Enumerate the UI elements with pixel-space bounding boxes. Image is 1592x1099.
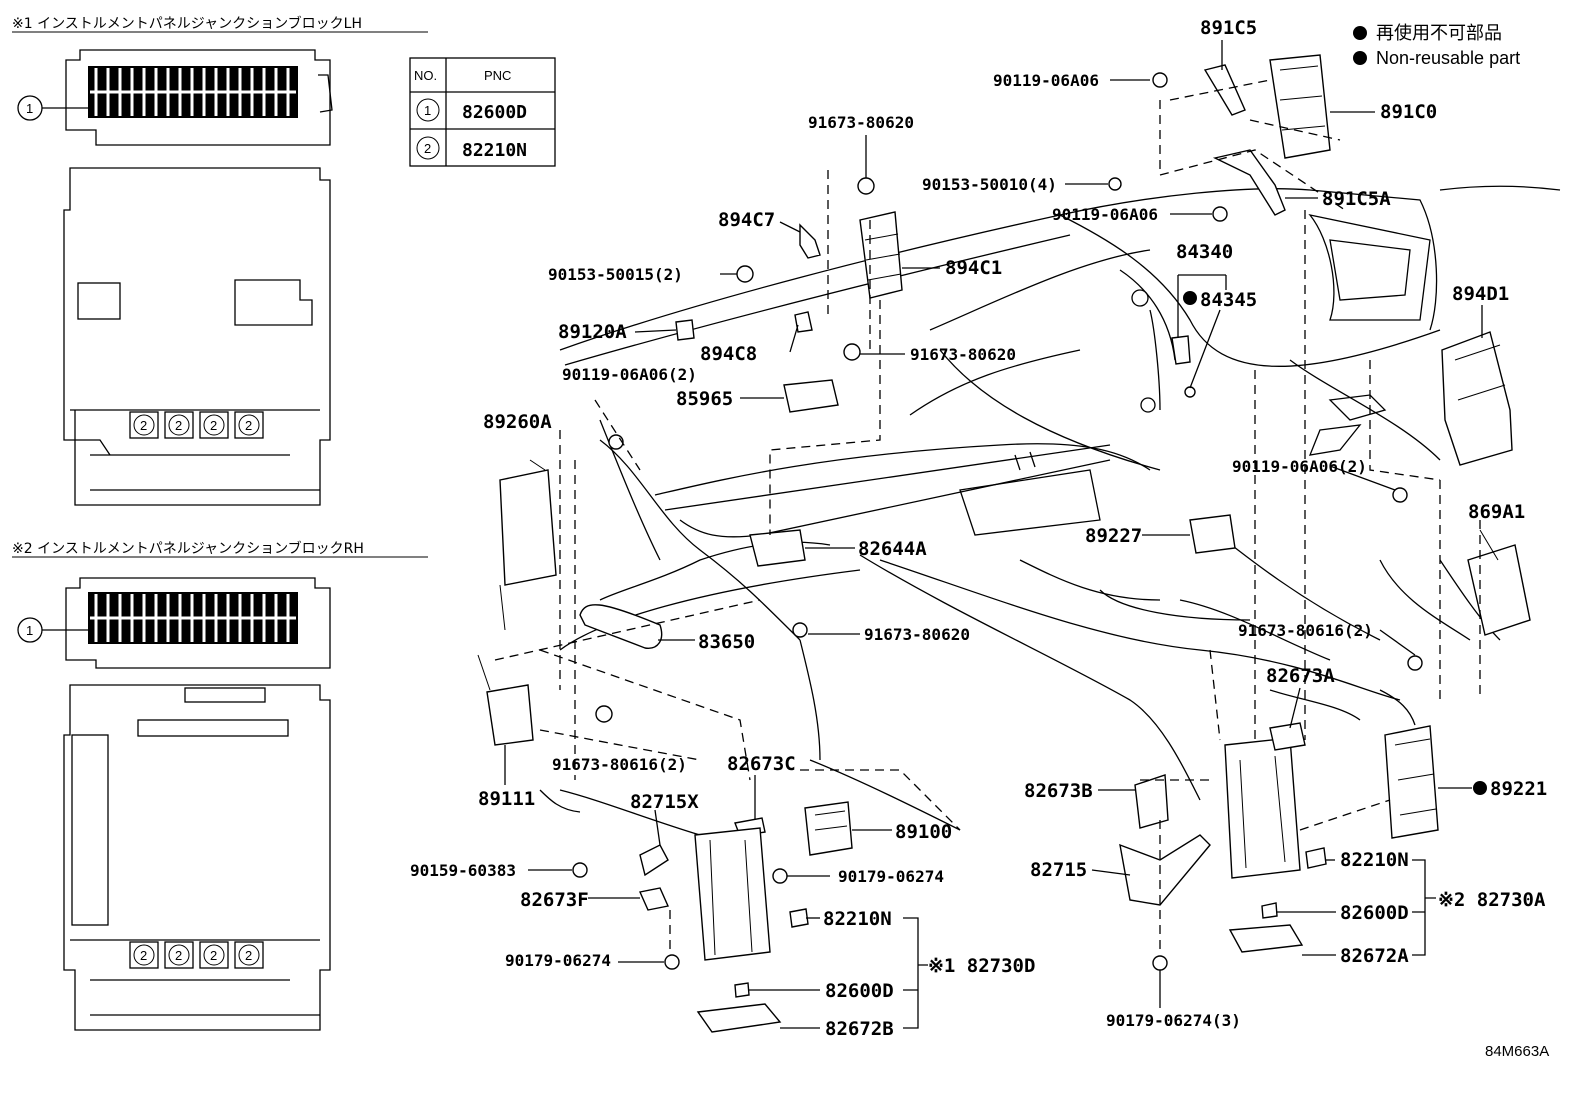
label-84340: 84340 xyxy=(1176,241,1233,263)
label-82210N-b: 82210N xyxy=(823,908,892,930)
junction-block-rh: ※2 インストルメントパネルジャンクションブロックRH 1 xyxy=(12,540,428,1031)
label-82672B: 82672B xyxy=(825,1018,894,1040)
label-89120A: 89120A xyxy=(558,321,627,343)
svg-text:2: 2 xyxy=(175,418,182,433)
pnc-row-1-no: 1 xyxy=(424,103,431,118)
bolt-icon xyxy=(772,868,788,884)
bolt-icon xyxy=(1392,487,1408,503)
pnc-table: NO. PNC 1 82600D 2 82210N xyxy=(409,57,556,167)
label-82673B: 82673B xyxy=(1024,780,1093,802)
bolt-icon xyxy=(1212,206,1228,222)
label-90119-06A06-2a: 90119-06A06(2) xyxy=(562,365,697,384)
label-82673F: 82673F xyxy=(520,889,589,911)
label-89100: 89100 xyxy=(895,821,952,843)
part-labels: 891C5 90119-06A06 891C0 91673-80620 9015… xyxy=(410,17,1547,1040)
bolt-icon xyxy=(1152,72,1168,88)
bolt-icon xyxy=(608,434,624,450)
non-reusable-marker-icon xyxy=(1473,781,1487,795)
label-82715X: 82715X xyxy=(630,791,699,813)
pnc-header-no: NO. xyxy=(414,68,437,83)
legend-label-en: Non-reusable part xyxy=(1376,48,1520,68)
label-91673-80620-c: 91673-80620 xyxy=(864,625,970,644)
bolt-icon xyxy=(1152,955,1168,971)
svg-text:2: 2 xyxy=(210,948,217,963)
callout-1-rh: 1 xyxy=(26,623,33,638)
part-shapes xyxy=(477,54,1531,1033)
callout-1-lh: 1 xyxy=(26,101,33,116)
bolt-icon xyxy=(843,343,861,361)
legend-label-jp: 再使用不可部品 xyxy=(1376,23,1502,43)
lh-fuse-sockets: 2 2 2 2 xyxy=(129,411,264,439)
figure-reference: 84M663A xyxy=(1485,1043,1549,1060)
label-82673A: 82673A xyxy=(1266,665,1335,687)
label-90179-06274-a: 90179-06274 xyxy=(838,867,944,886)
legend: 再使用不可部品 Non-reusable part xyxy=(1353,23,1520,68)
label-91673-80620-a: 91673-80620 xyxy=(808,113,914,132)
label-89221: 89221 xyxy=(1490,778,1547,800)
junction-block-lh: ※1 インストルメントパネルジャンクションブロックLH 1 xyxy=(12,15,428,506)
label-894C8: 894C8 xyxy=(700,343,757,365)
label-91673-80620-b: 91673-80620 xyxy=(910,345,1016,364)
instrument-panel-outline xyxy=(539,185,1561,836)
label-90153-50010-4: 90153-50010(4) xyxy=(922,175,1057,194)
junction-block-rh-title: ※2 インストルメントパネルジャンクションブロックRH xyxy=(12,540,364,557)
non-reusable-marker-icon xyxy=(1353,26,1367,40)
label-894D1: 894D1 xyxy=(1452,283,1509,305)
label-90119-06A06-2b: 90119-06A06(2) xyxy=(1232,457,1367,476)
leader-lines xyxy=(494,40,1483,1029)
pnc-row-1-pnc: 82600D xyxy=(462,102,527,123)
label-85965: 85965 xyxy=(676,388,733,410)
label-91673-80616-2b: 91673-80616(2) xyxy=(1238,621,1373,640)
label-82600D-a: 82600D xyxy=(825,980,894,1002)
bolt-icon xyxy=(792,622,808,638)
svg-text:2: 2 xyxy=(210,418,217,433)
pnc-row-2-no: 2 xyxy=(424,141,431,156)
label-90153-50015-2: 90153-50015(2) xyxy=(548,265,683,284)
label-90119-06A06-a: 90119-06A06 xyxy=(993,71,1099,90)
svg-text:2: 2 xyxy=(175,948,182,963)
pnc-row-2-pnc: 82210N xyxy=(462,140,527,161)
label-82210N-a: 82210N xyxy=(1340,849,1409,871)
label-891C5: 891C5 xyxy=(1200,17,1257,39)
label-82644A: 82644A xyxy=(858,538,927,560)
label-89227: 89227 xyxy=(1085,525,1142,547)
label-82673C: 82673C xyxy=(727,753,796,775)
svg-text:2: 2 xyxy=(245,418,252,433)
label-82600D-b: 82600D xyxy=(1340,902,1409,924)
label-82730A: ※2 82730A xyxy=(1438,889,1546,911)
bolt-icon xyxy=(664,954,680,970)
label-894C7: 894C7 xyxy=(718,209,775,231)
label-90159-60383: 90159-60383 xyxy=(410,861,516,880)
label-91673-80616-2a: 91673-80616(2) xyxy=(552,755,687,774)
label-891C5A: 891C5A xyxy=(1322,188,1391,210)
svg-text:2: 2 xyxy=(140,418,147,433)
bolt-icon xyxy=(857,177,875,195)
bolt-icon xyxy=(736,265,754,283)
label-82715: 82715 xyxy=(1030,859,1087,881)
bolt-icon xyxy=(572,862,588,878)
label-89111: 89111 xyxy=(478,788,535,810)
pnc-header-pnc: PNC xyxy=(484,68,511,83)
label-894C1: 894C1 xyxy=(945,257,1002,279)
label-84345: 84345 xyxy=(1200,289,1257,311)
label-869A1: 869A1 xyxy=(1468,501,1525,523)
junction-block-lh-title: ※1 インストルメントパネルジャンクションブロックLH xyxy=(12,15,362,32)
svg-text:2: 2 xyxy=(140,948,147,963)
label-82672A: 82672A xyxy=(1340,945,1409,967)
label-90119-06A06-b: 90119-06A06 xyxy=(1052,205,1158,224)
label-90179-06274-3: 90179-06274(3) xyxy=(1106,1011,1241,1030)
non-reusable-marker-icon xyxy=(1353,51,1367,65)
bolt-icon xyxy=(595,705,613,723)
svg-text:2: 2 xyxy=(245,948,252,963)
bolt-icon xyxy=(1407,655,1423,671)
label-83650: 83650 xyxy=(698,631,755,653)
rh-fuse-sockets: 2 2 2 2 xyxy=(129,941,264,969)
label-891C0: 891C0 xyxy=(1380,101,1437,123)
label-82730D: ※1 82730D xyxy=(928,955,1035,977)
label-89260A: 89260A xyxy=(483,411,552,433)
label-90179-06274-b: 90179-06274 xyxy=(505,951,611,970)
bolt-icon xyxy=(1108,177,1122,191)
non-reusable-marker-icon xyxy=(1183,291,1197,305)
